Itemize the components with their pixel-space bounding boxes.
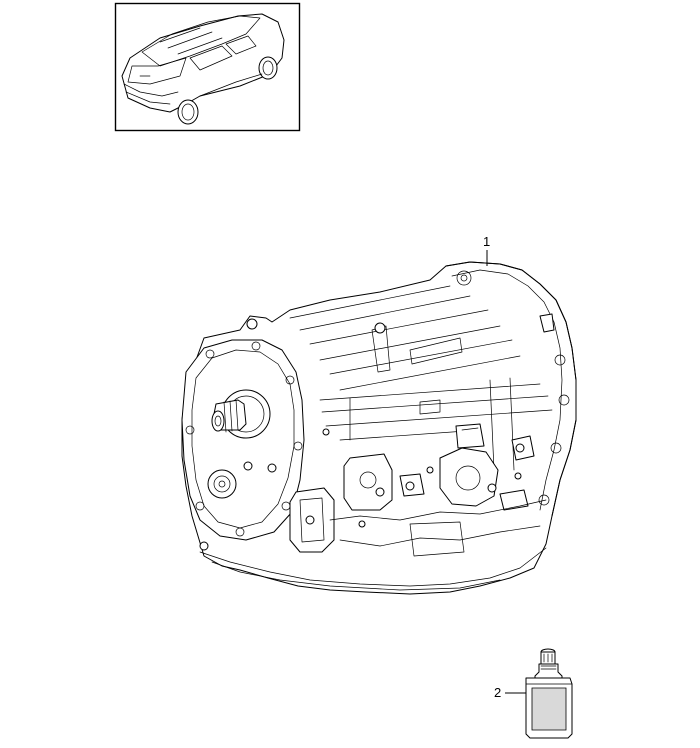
transmission-assembly: [181, 261, 577, 595]
callout-label-2: 2: [494, 685, 502, 700]
callout-label-1: 1: [483, 234, 491, 249]
oil-bottle: [525, 648, 573, 739]
vehicle-thumbnail: [114, 2, 301, 132]
